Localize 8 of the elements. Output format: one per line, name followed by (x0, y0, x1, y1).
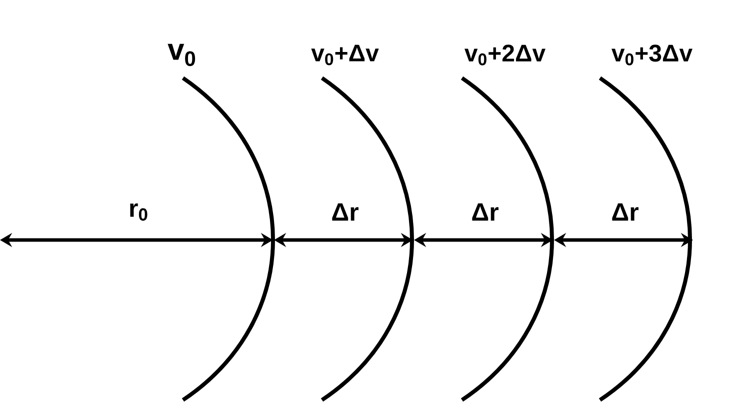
potential-label: v$_{0}$+3Δv (612, 44, 692, 66)
edge-label: Δr (612, 203, 638, 221)
potential-label: v$_{0}$+Δv (311, 44, 379, 66)
potential-label: v$_{0}$ (168, 44, 196, 66)
edge-label: Δr (332, 203, 358, 221)
edge-label: r$_{0}$ (130, 203, 148, 221)
potential-label: v$_{0}$+2Δv (464, 44, 546, 66)
edge-label: Δr (472, 203, 498, 221)
